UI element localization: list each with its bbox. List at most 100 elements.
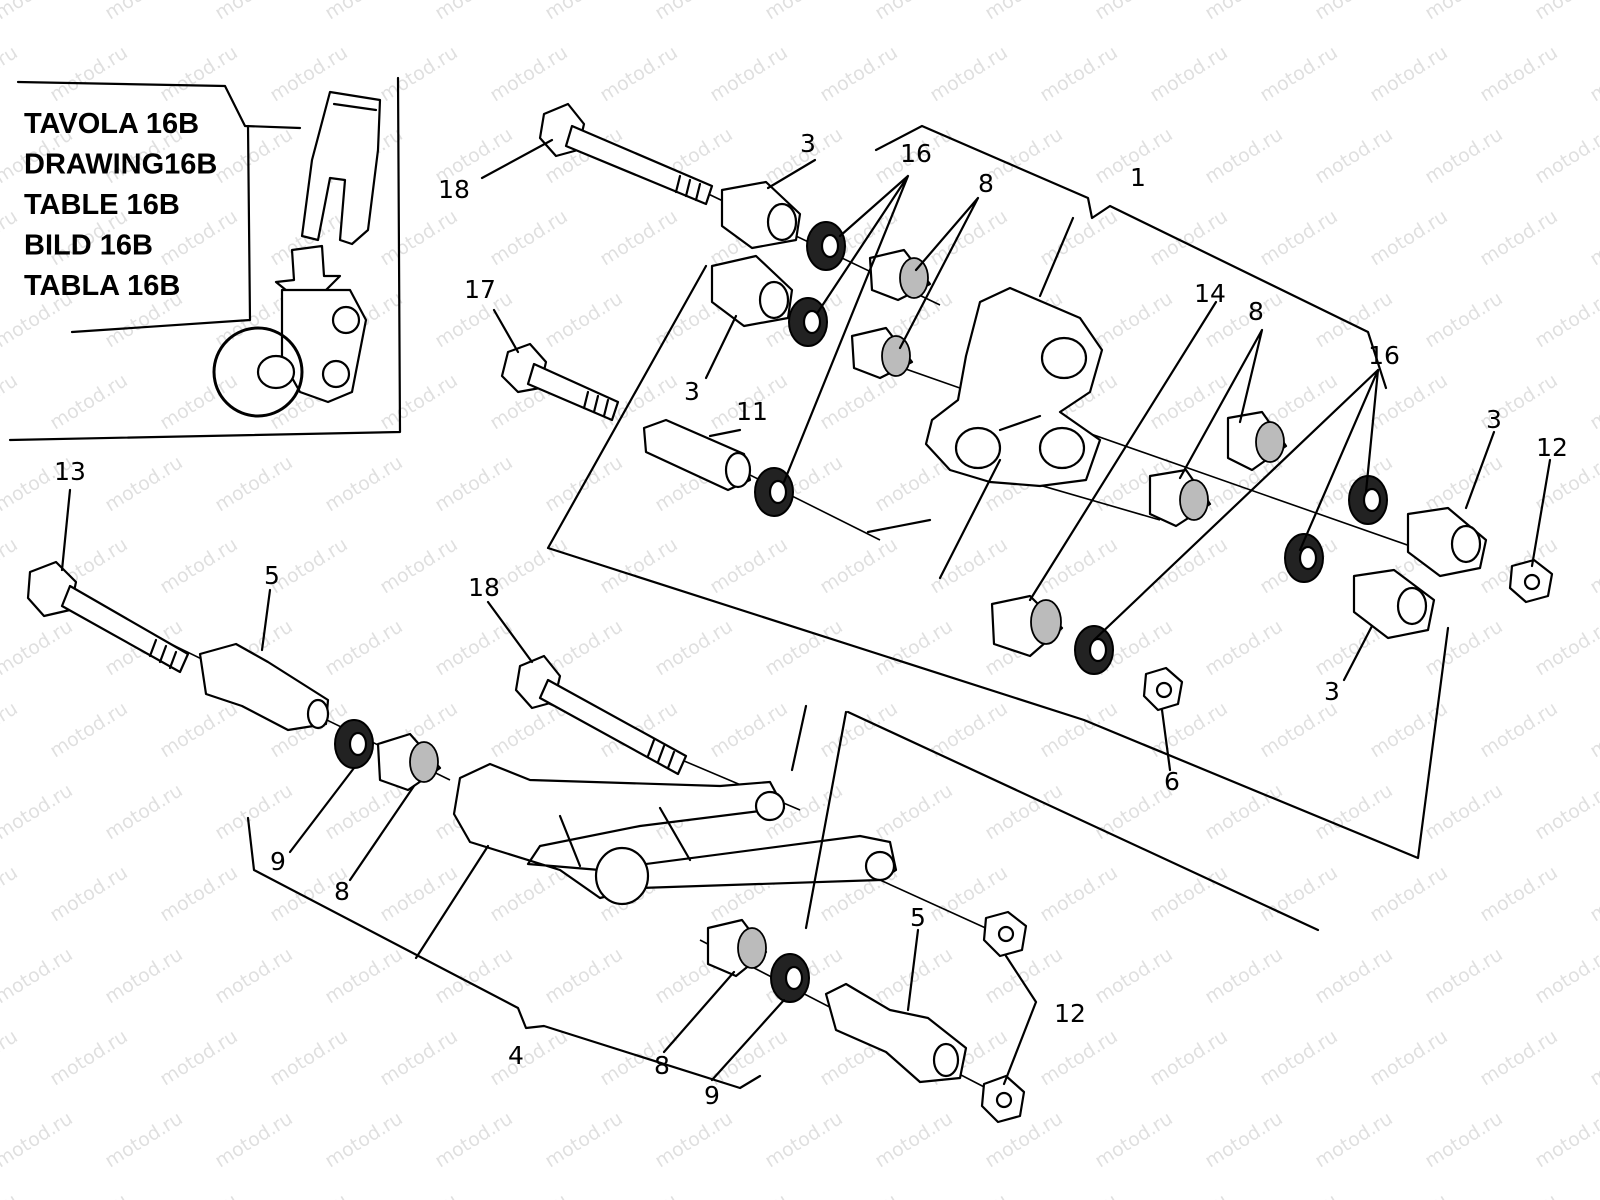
watermark-text: motod.ru xyxy=(431,0,517,24)
watermark-text: motod.ru xyxy=(1586,697,1600,762)
callout-c-5a: 5 xyxy=(264,561,280,590)
watermark-text: motod.ru xyxy=(1421,0,1507,24)
callout-c-16a: 16 xyxy=(900,139,932,168)
watermark-text: motod.ru xyxy=(376,1025,462,1090)
leader-line xyxy=(938,458,1002,580)
watermark-text: motod.ru xyxy=(1091,943,1177,1008)
watermark-text: motod.ru xyxy=(1586,1025,1600,1090)
callout-c-8b: 8 xyxy=(1248,297,1264,326)
watermark-text: motod.ru xyxy=(211,779,297,844)
watermark-text: motod.ru xyxy=(1201,779,1287,844)
watermark-text: motod.ru xyxy=(1036,861,1122,926)
watermark-text: motod.ru xyxy=(0,0,77,24)
spacer-3c xyxy=(1406,506,1488,578)
part-1-bracket xyxy=(874,124,1388,390)
bearing-16f xyxy=(1074,625,1114,675)
watermark-text: motod.ru xyxy=(541,1107,627,1172)
watermark-text: motod.ru xyxy=(1476,861,1562,926)
watermark-text: motod.ru xyxy=(321,1107,407,1172)
bolt-13 xyxy=(26,560,190,674)
watermark-text: motod.ru xyxy=(321,0,407,24)
bearing-16e xyxy=(1284,533,1324,583)
bush-8d xyxy=(1148,468,1212,528)
watermark-text: motod.ru xyxy=(1091,1107,1177,1172)
watermark-text: motod.ru xyxy=(1366,205,1452,270)
watermark-text: motod.ru xyxy=(1531,0,1600,24)
callout-c-5b: 5 xyxy=(910,903,926,932)
watermark-text: motod.ru xyxy=(431,1107,517,1172)
spacer-5a xyxy=(198,642,330,732)
watermark-text: motod.ru xyxy=(1036,1189,1122,1200)
nut-12-bottom xyxy=(980,1074,1026,1124)
watermark-text: motod.ru xyxy=(871,1107,957,1172)
bearing-16d xyxy=(1348,475,1388,525)
bush-8f xyxy=(706,918,768,978)
watermark-text: motod.ru xyxy=(1146,369,1232,434)
watermark-text: motod.ru xyxy=(486,205,572,270)
watermark-text: motod.ru xyxy=(376,533,462,598)
axis-line xyxy=(879,879,991,931)
watermark-text: motod.ru xyxy=(1476,697,1562,762)
watermark-text: motod.ru xyxy=(211,943,297,1008)
callout-c-14: 14 xyxy=(1194,279,1226,308)
watermark-text: motod.ru xyxy=(0,861,22,926)
watermark-text: motod.ru xyxy=(926,1189,1012,1200)
rocker-body xyxy=(924,286,1104,488)
watermark-text: motod.ru xyxy=(761,1107,847,1172)
bearing-16b xyxy=(788,297,828,347)
callout-c-8c: 8 xyxy=(334,877,350,906)
bush-8c xyxy=(1226,410,1288,472)
spacer-3d xyxy=(1352,568,1436,640)
watermark-text: motod.ru xyxy=(101,1107,187,1172)
watermark-text: motod.ru xyxy=(651,615,737,680)
callout-c-9b: 9 xyxy=(704,1081,720,1110)
watermark-text: motod.ru xyxy=(1201,615,1287,680)
leader-line xyxy=(866,518,932,534)
watermark-text: motod.ru xyxy=(46,1025,132,1090)
watermark-text: motod.ru xyxy=(596,533,682,598)
watermark-text: motod.ru xyxy=(1421,1107,1507,1172)
watermark-text: motod.ru xyxy=(1146,41,1232,106)
reference-line: TAVOLA 16B xyxy=(24,108,199,140)
watermark-text: motod.ru xyxy=(1366,369,1452,434)
watermark-text: motod.ru xyxy=(321,779,407,844)
bush-14 xyxy=(990,594,1064,658)
reference-line: TABLE 16B xyxy=(24,189,180,221)
watermark-text: motod.ru xyxy=(1091,0,1177,24)
watermark-text: motod.ru xyxy=(1146,1189,1232,1200)
watermark-text: motod.ru xyxy=(1476,1025,1562,1090)
watermark-text: motod.ru xyxy=(101,0,187,24)
watermark-text: motod.ru xyxy=(376,1189,462,1200)
callout-c-13: 13 xyxy=(54,457,86,486)
watermark-text: motod.ru xyxy=(1586,1189,1600,1200)
nut-12-mid xyxy=(982,910,1028,958)
watermark-text: motod.ru xyxy=(871,779,957,844)
watermark-text: motod.ru xyxy=(541,943,627,1008)
watermark-text: motod.ru xyxy=(871,943,957,1008)
watermark-text: motod.ru xyxy=(376,205,462,270)
watermark-text: motod.ru xyxy=(596,41,682,106)
watermark-text: motod.ru xyxy=(156,369,242,434)
watermark-text: motod.ru xyxy=(0,1025,22,1090)
watermark-text: motod.ru xyxy=(871,0,957,24)
watermark-text: motod.ru xyxy=(1421,779,1507,844)
watermark-text: motod.ru xyxy=(156,1025,242,1090)
callout-c-1: 1 xyxy=(1130,163,1146,192)
watermark-text: motod.ru xyxy=(1146,205,1232,270)
watermark-text: motod.ru xyxy=(211,1107,297,1172)
watermark-text: motod.ru xyxy=(1366,861,1452,926)
bearing-16a xyxy=(806,221,846,271)
watermark-text: motod.ru xyxy=(156,533,242,598)
watermark-text: motod.ru xyxy=(1476,205,1562,270)
watermark-text: motod.ru xyxy=(101,779,187,844)
callout-c-12b: 12 xyxy=(1054,999,1086,1028)
watermark-text: motod.ru xyxy=(1256,697,1342,762)
watermark-text: motod.ru xyxy=(651,1107,737,1172)
watermark-text: motod.ru xyxy=(1531,1107,1600,1172)
watermark-text: motod.ru xyxy=(541,287,627,352)
part-4-leader xyxy=(414,844,490,960)
watermark-text: motod.ru xyxy=(1036,533,1122,598)
callout-c-9a: 9 xyxy=(270,847,286,876)
watermark-text: motod.ru xyxy=(486,1189,572,1200)
watermark-text: motod.ru xyxy=(1201,0,1287,24)
